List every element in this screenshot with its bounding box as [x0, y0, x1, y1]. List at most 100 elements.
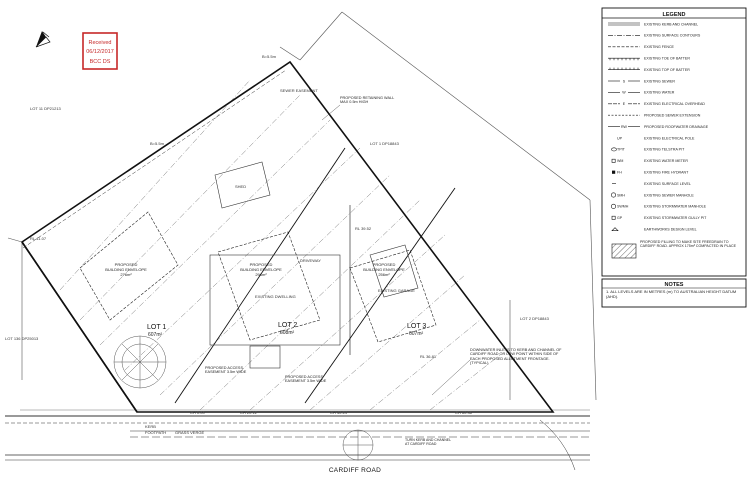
telstra-symbol-icon: TPIT	[611, 147, 626, 152]
legend-item: EXISTING TOP OF BATTER	[608, 67, 690, 72]
shed-label: SHED	[235, 184, 246, 189]
stamp-line3: BCC DS	[90, 59, 111, 65]
legend-item: FH EXISTING FIRE HYDRANT	[612, 171, 689, 175]
legend-item-label: EXISTING TELSTRA PIT	[644, 148, 685, 152]
chainage-label-2: CH 20.12	[240, 410, 258, 415]
legend-item: SMH EXISTING SEWER MANHOLE	[610, 192, 694, 198]
legend-item-label: PROPOSED ROOFWATER DRAINAGE	[644, 125, 709, 129]
legend-item: EXISTING SURFACE CONTOURS	[608, 34, 701, 38]
svg-text:SWMH: SWMH	[617, 205, 629, 209]
legend-item-label: EXISTING FIRE HYDRANT	[644, 171, 689, 175]
legend-item-label: EXISTING STORMWATER GULLY PIT	[644, 216, 707, 220]
trees	[113, 335, 374, 461]
svg-text:SMH: SMH	[617, 193, 625, 197]
cardiff-road	[5, 415, 590, 471]
received-stamp: Received 06/12/2017 BCC DS	[82, 32, 118, 70]
svg-text:WM: WM	[617, 159, 623, 163]
lot2-area: 608m²	[280, 330, 295, 336]
dimension-label-1: B=5.5m	[150, 141, 165, 146]
lot1-area: 607m²	[148, 332, 163, 338]
footpath-label: FOOTPATH	[145, 430, 166, 435]
tick-line-down-icon	[608, 57, 640, 61]
lot3-area: 607m²	[409, 331, 424, 337]
legend-item: E EXISTING ELECTRICAL OVERHEAD	[608, 102, 705, 106]
road-name-label: CARDIFF ROAD	[329, 467, 381, 474]
adjacent-lot-right: LOT 2 DP18843	[520, 316, 550, 321]
svg-text:TPIT: TPIT	[617, 148, 626, 152]
legend-item-label: EXISTING FENCE	[644, 45, 675, 49]
garage-outline	[369, 244, 419, 298]
shed-outline	[214, 161, 271, 209]
legend-item: EXISTING SURFACE LEVEL	[612, 182, 691, 186]
sw-manhole-symbol-icon: SWMH	[610, 203, 629, 209]
svg-text:RW: RW	[621, 125, 628, 129]
existing-dwelling	[209, 254, 341, 346]
legend-item-label: EXISTING SEWER MANHOLE	[644, 193, 694, 197]
adjacent-lot-left: LOT 11 DP21213	[30, 106, 62, 111]
existing-structures	[209, 161, 419, 369]
e-line-icon: E	[608, 102, 640, 106]
legend-filling-item: PROPOSED FILLING TO MAKE SITE FREEDRAIN …	[611, 240, 736, 259]
notes-border	[601, 278, 747, 308]
lot3-name: LOT 3	[407, 323, 426, 330]
dimension-label-2: B=5.5m	[262, 54, 277, 59]
double-line-icon	[608, 22, 640, 26]
legend-item-label: EXISTING STORMWATER MANHOLE	[644, 205, 707, 209]
legend-item: EARTHWORKS DESIGN LEVEL	[611, 227, 697, 232]
gully-symbol-icon: GP	[611, 215, 623, 220]
stamp-line2: 06/12/2017	[86, 49, 114, 55]
legend-item-label: EXISTING SURFACE CONTOURS	[644, 34, 701, 38]
svg-text:UP: UP	[617, 136, 623, 140]
stamp-border	[82, 32, 118, 70]
s-line-icon: S	[608, 79, 640, 83]
level-label-1: RL 41.07	[30, 236, 47, 241]
chainage-label-1: CH 0.00	[190, 410, 205, 415]
chainage-label-3: CH 40.24	[330, 410, 348, 415]
lot2-name: LOT 2	[278, 322, 297, 329]
lot2-envelope	[217, 231, 321, 341]
svg-text:GP: GP	[617, 216, 623, 220]
hydrant-symbol-icon: FH	[612, 171, 622, 175]
lot-labels: LOT 1 607m² LOT 2 608m² LOT 3 607m²	[147, 322, 426, 338]
site-boundary	[20, 60, 555, 413]
legend-item-label: EXISTING WATER METER	[644, 159, 688, 163]
legend-item: EXISTING FENCE	[608, 45, 675, 49]
legend-panel: LEGEND EXISTING KERB AND CHANNELEXISTING…	[601, 7, 747, 277]
kerb-label: KERB	[145, 424, 156, 429]
legend-item: TPIT EXISTING TELSTRA PIT	[611, 147, 685, 152]
chainage-label-4: CH 60.36	[455, 410, 473, 415]
level-label-3: RL 36.81	[420, 354, 437, 359]
north-arrow-icon	[35, 31, 51, 48]
legend-item-label: PROPOSED SEWER EXTENSION	[644, 114, 701, 118]
lot-boundaries	[174, 147, 456, 404]
legend-item-label: EARTHWORKS DESIGN LEVEL	[644, 228, 697, 232]
existing-garage-label: EXISTING GARAGE	[378, 288, 415, 293]
legend-item-label: EXISTING ELECTRICAL POLE	[644, 136, 695, 140]
svg-text:W: W	[622, 91, 626, 95]
legend-item-label: EXISTING TOE OF BATTER	[644, 57, 690, 61]
design-level-symbol-icon	[611, 227, 619, 231]
driveway-label: DRIVEWAY	[300, 258, 321, 263]
meter-symbol-icon: WM	[611, 158, 623, 163]
legend-item: SWMH EXISTING STORMWATER MANHOLE	[610, 203, 707, 209]
legend-item-label: EXISTING ELECTRICAL OVERHEAD	[644, 102, 705, 106]
sewer-easement-label: SEWER EASEMENT	[280, 88, 318, 93]
lot3-envelope	[349, 249, 437, 343]
access-easement-callout-2: PROPOSED ACCESS EASEMENT 3.5m WIDE	[285, 375, 326, 383]
lot1-envelope	[79, 211, 179, 321]
legend-item: WM EXISTING WATER METER	[611, 158, 688, 163]
downpipe-callout: DOWNWATER INLETS TO KERB AND CHANNEL OF …	[470, 348, 562, 365]
legend-item: PROPOSED SEWER EXTENSION	[608, 114, 701, 118]
manhole-symbol-icon: SMH	[610, 192, 625, 198]
adjacent-lot-top: LOT 1 DP18843	[370, 141, 400, 146]
pole-symbol-icon: UP	[617, 136, 623, 140]
building-envelopes	[79, 211, 437, 343]
legend-filling-label: PROPOSED FILLING TO MAKE SITE FREEDRAIN …	[640, 240, 736, 248]
legend-item: UP EXISTING ELECTRICAL POLE	[617, 136, 695, 140]
